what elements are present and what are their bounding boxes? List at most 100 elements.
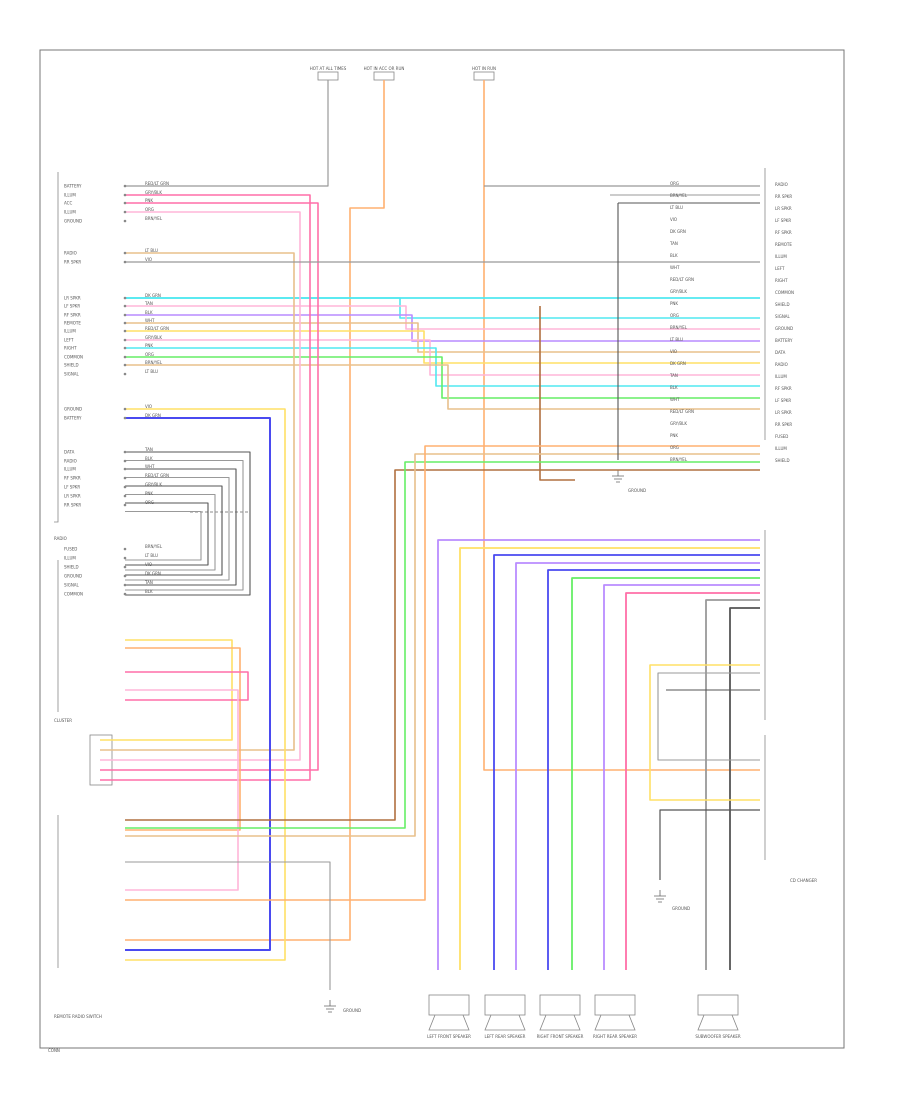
amp-wire-label: BRN/YEL	[670, 325, 688, 330]
amp-wire-label: TAN	[669, 373, 678, 378]
radio-wire-label: VIO	[145, 562, 152, 567]
radio-pin	[123, 583, 127, 587]
sub-amp-gray-wire	[657, 672, 760, 761]
radio-pin	[123, 547, 127, 551]
fuse-box	[317, 71, 339, 81]
radio-pin	[123, 494, 127, 498]
cluster-bundle-wire	[125, 476, 230, 581]
radio-pin-label: REMOTE	[64, 321, 81, 326]
radio-pin	[123, 251, 127, 255]
amp-pin-label: RADIO	[775, 362, 788, 367]
radio-pin	[123, 476, 127, 480]
radio-wire-label: GRY/BLK	[145, 190, 162, 195]
cluster-bundle-wire	[125, 459, 244, 591]
cluster-lightpink-wire	[125, 689, 239, 891]
fuse-label: HOT IN RUN	[472, 66, 496, 71]
radio-pin-label: LR SPKR	[64, 296, 81, 301]
amp-wire-label: VIO	[670, 349, 677, 354]
radio-pin	[123, 503, 127, 507]
amp-wire-label: PNK	[670, 301, 678, 306]
radio-pink-wire-a	[100, 194, 311, 781]
radio-wire-label: RED/LT GRN	[145, 326, 169, 331]
speaker-wire	[729, 607, 760, 970]
amp-wire-label: WHT	[670, 397, 680, 402]
fuse-label: HOT AT ALL TIMES	[310, 66, 347, 71]
radio-pin-label: BATTERY	[64, 184, 82, 189]
cluster-bundle-wire	[125, 468, 237, 586]
radio-wire-label: BRN/YEL	[145, 360, 163, 365]
sub-amp-ground-wire	[659, 809, 760, 880]
speaker-body	[697, 994, 739, 1016]
battery-feed-wire	[125, 80, 329, 187]
remote-ground-wire	[125, 861, 331, 990]
radio-pin	[123, 329, 127, 333]
wiring-harness	[100, 80, 760, 990]
speaker-cone	[697, 1014, 739, 1031]
radio-pin-label: SIGNAL	[64, 372, 80, 377]
amp-wire-label: LT BLU	[670, 337, 683, 342]
amp-pin-label: REMOTE	[775, 242, 792, 247]
radio-pin-label: RR SPKR	[64, 260, 81, 265]
radio-wire-label: BRN/YEL	[145, 216, 163, 221]
amp-wire-label: GRY/BLK	[670, 289, 687, 294]
radio-pin-label: RADIO	[64, 251, 77, 256]
radio-wire-label: WHT	[145, 318, 155, 323]
radio-pin	[123, 201, 127, 205]
fuse-box	[473, 71, 495, 81]
radio-wire-label: GRY/BLK	[145, 482, 162, 487]
radio-wire-label: PNK	[145, 198, 153, 203]
radio-wire-label: VIO	[145, 404, 152, 409]
radio-wire-label: ORG	[145, 500, 154, 505]
cluster-bundle-wire	[125, 485, 223, 576]
connector-pins	[123, 184, 127, 596]
cluster-bundle-wire	[125, 510, 202, 561]
amp-pin-label: LEFT	[775, 266, 785, 271]
ground-left-label: GROUND	[343, 1008, 361, 1013]
radio-pin-label: ILLUM	[64, 329, 76, 334]
radio-pin	[123, 313, 127, 317]
radio-to-amp-wire	[125, 305, 760, 330]
amp-wire-label: RED/LT GRN	[670, 409, 694, 414]
radio-pin	[123, 210, 127, 214]
radio-pin-label: LEFT	[64, 338, 74, 343]
cluster-bundle-wire	[125, 451, 251, 596]
speaker-wire	[571, 577, 760, 970]
radio-pin-label: COMMON	[64, 592, 83, 597]
radio-pin-label: COMMON	[64, 355, 83, 360]
speaker-cone	[428, 1014, 470, 1031]
radio-pin	[123, 467, 127, 471]
radio-pin-label: GROUND	[64, 574, 82, 579]
amp-pin-label: GROUND	[775, 326, 793, 331]
radio-wire-label: TAN	[144, 580, 153, 585]
radio-pin-label: DATA	[64, 450, 75, 455]
radio-pin	[123, 450, 127, 454]
remote-switch-label: REMOTE RADIO SWITCH	[54, 1014, 102, 1019]
radio-pin-label: ILLUM	[64, 210, 76, 215]
cluster-orange-wire	[125, 647, 241, 831]
ground-symbol-right	[654, 890, 666, 903]
amp-wire-label: BRN/YEL	[670, 193, 688, 198]
radio-pin	[123, 219, 127, 223]
acc-feed-wire	[125, 80, 385, 941]
amp-pin-label: LR SPKR	[775, 410, 792, 415]
radio-wire-label: LT BLU	[145, 248, 158, 253]
amp-pin-label: FUSED	[775, 434, 788, 439]
amp-pin-label: RADIO	[775, 182, 788, 187]
speaker-label: SUBWOOFER SPEAKER	[695, 1034, 741, 1039]
radio-pin-label: RF SPKR	[64, 476, 81, 481]
radio-pin	[123, 304, 127, 308]
amp-wire-label: DK GRN	[670, 361, 686, 366]
radio-wire-label: DK GRN	[145, 413, 161, 418]
amp-wire-label: PNK	[670, 433, 678, 438]
amp-pin-label: LF SPKR	[775, 398, 791, 403]
cluster-bundle-wire	[125, 493, 216, 571]
radio-blue-wire	[125, 417, 271, 951]
amp-pin-label: LF SPKR	[775, 218, 791, 223]
radio-pin-label: ACC	[64, 201, 72, 206]
amp-wire-label: BLK	[670, 253, 678, 258]
amp-pin-label: RIGHT	[775, 278, 788, 283]
radio-wire-label: LT BLU	[145, 369, 158, 374]
radio-pin	[123, 355, 127, 359]
speaker-wire	[459, 547, 760, 970]
radio-wire-label: DK GRN	[145, 571, 161, 576]
